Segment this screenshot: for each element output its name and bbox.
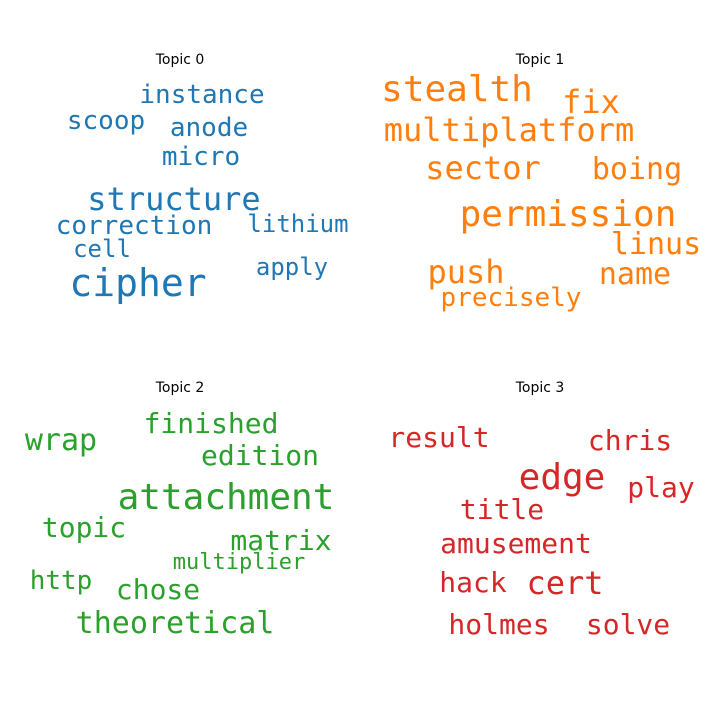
word-chose: chose (115, 573, 201, 606)
word-attachment: attachment (117, 477, 335, 518)
word-fix: fix (562, 83, 620, 121)
word-holmes: holmes (448, 608, 550, 641)
word-micro: micro (161, 142, 241, 172)
word-apply: apply (255, 253, 329, 281)
word-push: push (427, 253, 505, 291)
word-amusement: amusement (440, 527, 592, 560)
word-multiplier: multiplier (172, 550, 306, 575)
word-anode: anode (169, 113, 249, 143)
word-precisely: precisely (440, 283, 582, 313)
word-structure: structure (87, 180, 261, 218)
word-edition: edition (200, 439, 320, 472)
word-edge: edge (518, 457, 606, 498)
topic-title: Topic 0 (155, 52, 205, 68)
word-solve: solve (585, 608, 671, 641)
word-play: play (627, 471, 695, 504)
word-finished: finished (143, 407, 279, 440)
topic-title: Topic 2 (155, 380, 205, 396)
word-cell: cell (73, 235, 131, 263)
word-permission: permission (459, 194, 677, 235)
word-hack: hack (439, 566, 507, 599)
word-stealth: stealth (381, 69, 533, 110)
word-wrap: wrap (24, 423, 98, 458)
word-http: http (29, 566, 93, 596)
word-correction: correction (55, 211, 213, 241)
word-theoretical: theoretical (75, 606, 275, 641)
word-scoop: scoop (66, 106, 146, 136)
word-multiplatform: multiplatform (383, 111, 635, 149)
topic-title: Topic 3 (515, 380, 565, 396)
topic-panel-2: Topic 2 attachment finished wrap edition top… (0, 328, 360, 688)
word-lithium: lithium (247, 210, 349, 238)
word-topic: topic (41, 511, 127, 544)
word-title: title (459, 493, 545, 526)
word-matrix: matrix (230, 524, 332, 557)
word-cipher: cipher (69, 261, 207, 305)
word-instance: instance (139, 80, 265, 110)
word-sector: sector (425, 149, 541, 187)
word-chris: chris (587, 424, 673, 457)
word-linus: linus (610, 227, 702, 262)
word-result: result (388, 421, 490, 454)
word-name: name (598, 257, 672, 292)
word-boing: boing (591, 152, 683, 187)
word-cert: cert (526, 564, 604, 602)
topic-title: Topic 1 (515, 52, 565, 68)
